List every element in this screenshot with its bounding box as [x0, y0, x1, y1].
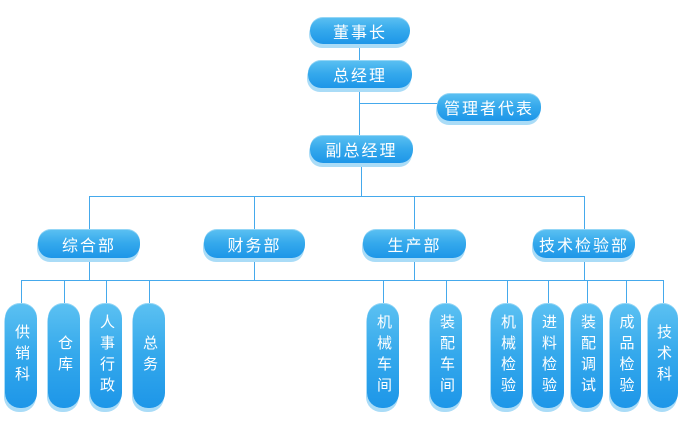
- rail-departments: [89, 196, 585, 197]
- node-dept-finance-label: 财务部: [227, 237, 282, 255]
- connector-rail-dept-production: [414, 196, 415, 229]
- node-dept-production-label: 生产部: [387, 237, 442, 255]
- connector-rail2-unit-general-affairs: [149, 280, 150, 303]
- connector-rail2-unit-tech-section: [663, 280, 664, 303]
- node-unit-finished-inspection-label: 成品检验: [617, 313, 635, 398]
- node-unit-supply: 供销科: [5, 303, 37, 408]
- rail-units: [21, 280, 664, 281]
- node-unit-assembly-debugging-label: 装配调试: [579, 313, 596, 398]
- connector-rail2-unit-assembly-workshop: [446, 280, 447, 303]
- connector-rail2-unit-supply: [21, 280, 22, 303]
- node-dept-finance: 财务部: [204, 229, 305, 258]
- connector-rail2-unit-warehouse: [64, 280, 65, 303]
- node-unit-assembly-workshop-label: 装配车间: [438, 313, 455, 398]
- node-dept-general-label: 综合部: [61, 237, 116, 255]
- node-dept-production: 生产部: [363, 229, 466, 258]
- node-unit-finished-inspection: 成品检验: [610, 303, 641, 408]
- connector-deputy-gm-rail: [361, 163, 362, 197]
- connector-rail-dept-tech-inspection: [584, 196, 585, 229]
- node-unit-assembly-workshop: 装配车间: [430, 303, 462, 408]
- node-unit-tech-section-label: 技术科: [655, 324, 672, 387]
- node-unit-incoming-inspection-label: 进料检验: [540, 313, 557, 398]
- connector-rail2-unit-machinery-workshop: [383, 280, 384, 303]
- node-unit-machinery-workshop: 机械车间: [367, 303, 399, 408]
- node-dept-general: 综合部: [38, 229, 140, 258]
- connector-gm-management-rep: [360, 103, 437, 104]
- node-general-manager-label: 总经理: [332, 68, 387, 85]
- node-unit-hr-admin: 人事行政: [90, 303, 122, 408]
- node-chairman: 董事长: [310, 17, 410, 44]
- node-unit-hr-admin-label: 人事行政: [98, 313, 115, 398]
- node-unit-supply-label: 供销科: [13, 324, 30, 387]
- node-unit-general-affairs: 总务: [133, 303, 165, 408]
- node-general-manager: 总经理: [308, 60, 412, 88]
- connector-rail-dept-general: [89, 196, 90, 229]
- node-unit-assembly-debugging: 装配调试: [571, 303, 603, 408]
- connector-rail2-unit-finished-inspection: [626, 280, 627, 303]
- connector-rail2-unit-assembly-debugging: [587, 280, 588, 303]
- connector-dept-finance-rail2: [254, 258, 255, 281]
- node-management-representative: 管理者代表: [437, 93, 541, 121]
- node-dept-tech-inspection-label: 技术检验部: [538, 237, 629, 255]
- node-unit-machinery-inspection: 机械检验: [491, 303, 523, 408]
- node-management-representative-label: 管理者代表: [443, 101, 534, 118]
- connector-dept-general-rail2: [89, 258, 90, 281]
- node-unit-incoming-inspection: 进料检验: [532, 303, 564, 408]
- node-unit-warehouse-label: 仓库: [56, 334, 73, 377]
- connector-dept-tech-inspection-rail2: [584, 258, 585, 281]
- node-unit-warehouse: 仓库: [48, 303, 80, 408]
- connector-rail2-unit-machinery-inspection: [507, 280, 508, 303]
- node-deputy-general-manager-label: 副总经理: [325, 143, 398, 160]
- node-unit-general-affairs-label: 总务: [141, 334, 158, 377]
- connector-rail2-unit-hr-admin: [106, 280, 107, 303]
- connector-dept-production-rail2: [414, 258, 415, 281]
- node-unit-machinery-workshop-label: 机械车间: [375, 313, 392, 398]
- connector-rail2-unit-incoming-inspection: [548, 280, 549, 303]
- node-deputy-general-manager: 副总经理: [310, 135, 413, 163]
- connector-rail-dept-finance: [254, 196, 255, 229]
- connector-gm-deputy-gm: [359, 88, 360, 135]
- node-chairman-label: 董事长: [332, 24, 387, 42]
- node-unit-machinery-inspection-label: 机械检验: [499, 313, 516, 398]
- node-unit-tech-section: 技术科: [648, 303, 678, 408]
- node-dept-tech-inspection: 技术检验部: [533, 229, 635, 258]
- connector-chairman-gm: [359, 44, 360, 60]
